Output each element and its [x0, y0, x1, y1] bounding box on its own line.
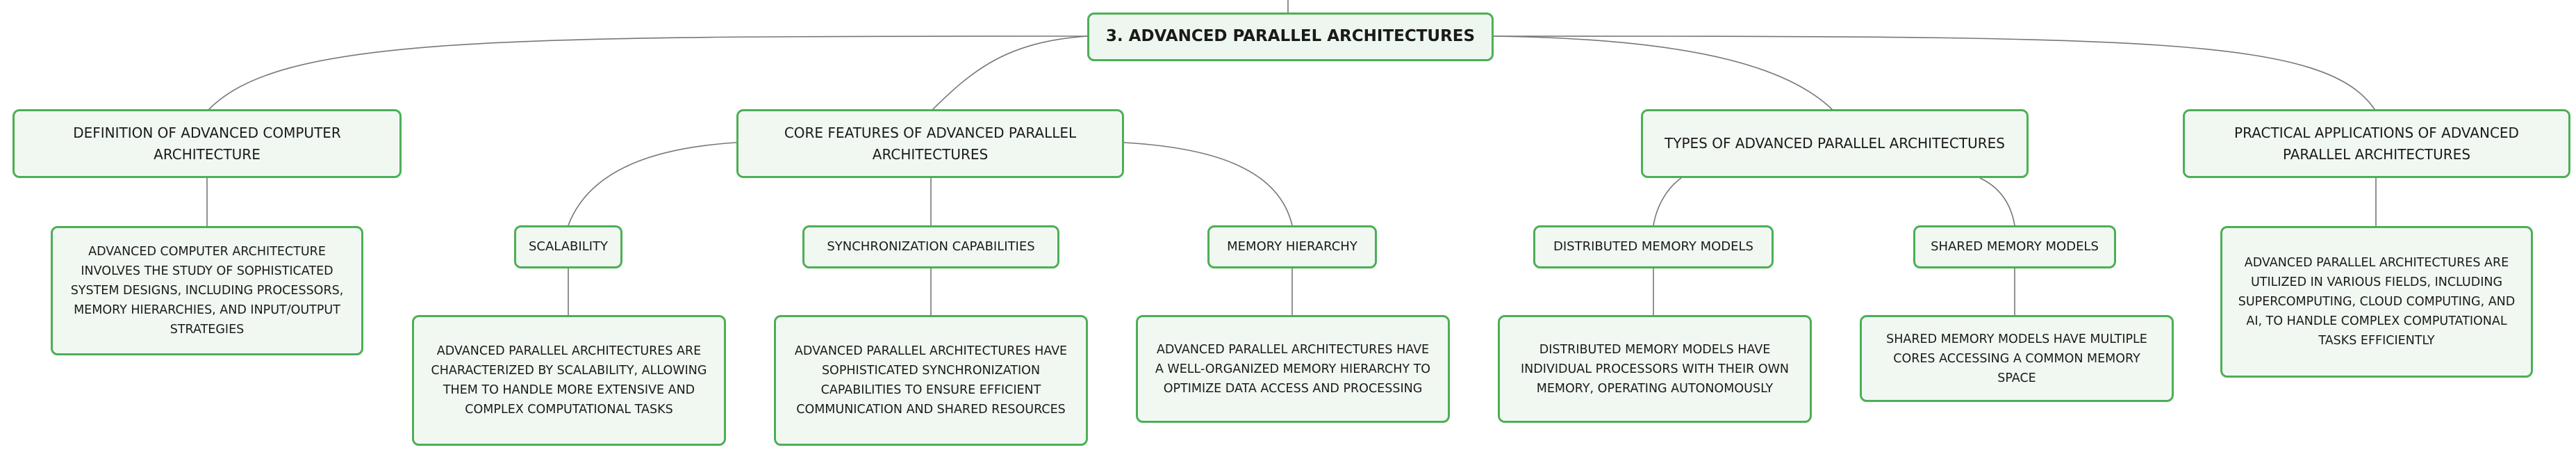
detail-practical-applications: ADVANCED PARALLEL ARCHITECTURES ARE UTIL… [2220, 226, 2533, 378]
connector-root-types [1493, 35, 1835, 112]
branch-practical-applications[interactable]: PRACTICAL APPLICATIONS OF ADVANCED PARAL… [2183, 109, 2570, 178]
branch-definition[interactable]: DEFINITION OF ADVANCED COMPUTER ARCHITEC… [13, 109, 402, 178]
connector-core-scalability [568, 142, 737, 226]
connector-root-applications [1493, 35, 2377, 112]
detail-shared-memory-models: SHARED MEMORY MODELS HAVE MULTIPLE CORES… [1860, 315, 2174, 402]
connector-root-definition [206, 35, 1088, 112]
branch-types[interactable]: TYPES OF ADVANCED PARALLEL ARCHITECTURES [1641, 109, 2029, 178]
detail-synchronization-capabilities: ADVANCED PARALLEL ARCHITECTURES HAVE SOP… [774, 315, 1088, 446]
detail-definition: ADVANCED COMPUTER ARCHITECTURE INVOLVES … [51, 226, 363, 355]
root-node[interactable]: 3. ADVANCED PARALLEL ARCHITECTURES [1087, 13, 1494, 61]
connector-core-memory-hierarchy [1123, 142, 1293, 226]
connector-types-distributed [1653, 177, 1682, 226]
detail-distributed-memory-models: DISTRIBUTED MEMORY MODELS HAVE INDIVIDUA… [1498, 315, 1812, 423]
connector-root-core-features [930, 35, 1088, 112]
detail-scalability: ADVANCED PARALLEL ARCHITECTURES ARE CHAR… [412, 315, 726, 446]
connector-types-shared [1979, 177, 2015, 226]
subtopic-synchronization-capabilities[interactable]: SYNCHRONIZATION CAPABILITIES [802, 225, 1059, 268]
subtopic-distributed-memory-models[interactable]: DISTRIBUTED MEMORY MODELS [1533, 225, 1774, 268]
subtopic-shared-memory-models[interactable]: SHARED MEMORY MODELS [1913, 225, 2116, 268]
subtopic-scalability[interactable]: SCALABILITY [514, 225, 622, 268]
branch-core-features[interactable]: CORE FEATURES OF ADVANCED PARALLEL ARCHI… [736, 109, 1124, 178]
detail-memory-hierarchy: ADVANCED PARALLEL ARCHITECTURES HAVE A W… [1136, 315, 1450, 423]
subtopic-memory-hierarchy[interactable]: MEMORY HIERARCHY [1207, 225, 1377, 268]
